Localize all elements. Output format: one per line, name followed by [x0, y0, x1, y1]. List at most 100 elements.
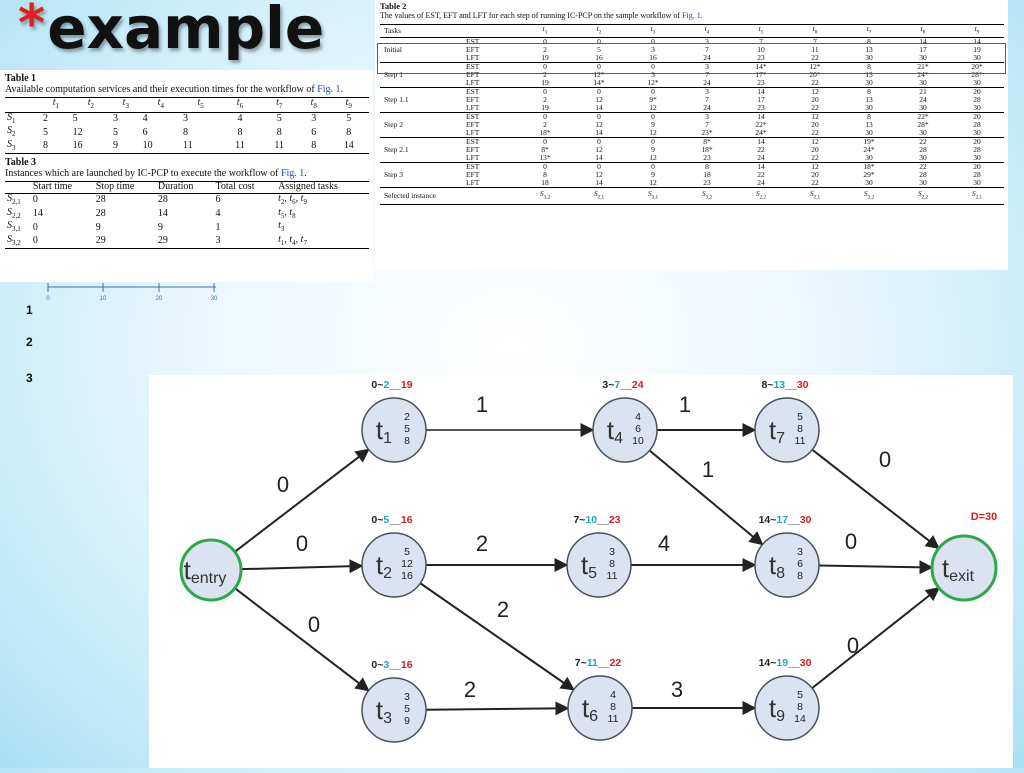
node-exec-time: 11: [607, 570, 618, 582]
table2-cell: 14: [757, 137, 765, 147]
table2-cell: 28: [973, 145, 981, 155]
table1-fig-link[interactable]: Fig. 1: [317, 84, 341, 95]
table2-cell: 24: [703, 52, 711, 62]
table1-row-label: S2: [7, 125, 16, 139]
workflow-graph: tentryt1258t251216t3359t44610t53811t6481…: [179, 379, 998, 743]
table2-cell: 0: [597, 137, 601, 147]
table2-cell: 12*: [809, 61, 821, 71]
edge-weight: 1: [476, 392, 488, 417]
table1-cell: 6: [311, 126, 317, 138]
table2-cell: 13*: [539, 153, 551, 163]
node-exec-time: 8: [404, 435, 410, 447]
table2-cell: 0: [651, 36, 655, 46]
table2-cell: 24: [757, 153, 765, 163]
table2-cell: 3: [705, 86, 709, 96]
table2-col-header: t4: [704, 24, 710, 36]
table2-cell: 9: [651, 120, 655, 130]
table2-selected-cell: S2,1: [809, 189, 821, 201]
edge-tentry-t1: [234, 448, 370, 553]
node-t3: [361, 677, 427, 743]
table2-cell: 14: [595, 178, 603, 188]
table1-cell: 4: [142, 113, 148, 125]
table2-cell: 12: [595, 170, 603, 180]
table2-cell: 30: [919, 77, 927, 87]
table3-cell-duration: 9: [157, 221, 163, 233]
table1-cell: 6: [142, 126, 148, 138]
table2-caption: Table 2: [380, 1, 407, 11]
table2-fig-link[interactable]: Fig. 1: [682, 11, 701, 20]
table1-cell: 3: [113, 113, 118, 125]
edge-weight: 3: [671, 677, 683, 702]
table2-cell: 12: [649, 178, 657, 188]
table1-col-header: t2: [87, 97, 94, 110]
table3-cell-stop: 9: [95, 221, 101, 233]
edge-weight: 2: [464, 677, 476, 702]
table3-fig-link[interactable]: Fig. 1: [280, 168, 305, 180]
node-time-annotation-t5: 7~10__23: [573, 514, 620, 526]
table2-cell: 21*: [917, 61, 929, 71]
table1-cell: 8: [182, 126, 188, 138]
table2-metric-label: LFT: [466, 178, 480, 188]
node-exec-time: 5: [797, 689, 803, 701]
table2-cell: 8: [705, 162, 709, 172]
table2-cell: 17*: [755, 69, 767, 79]
table2-cell: 12: [595, 145, 603, 155]
table2-cell: 12: [595, 94, 603, 104]
table3-cell-start: 0: [32, 194, 38, 206]
table2-metric-label: EST: [466, 36, 480, 46]
table2-cell: 12: [649, 153, 657, 163]
edge-weight: 0: [277, 472, 289, 497]
table2-selected-cell: S2,1: [593, 189, 605, 201]
node-exec-time: 9: [404, 715, 410, 727]
table2-cell: 16: [595, 52, 603, 62]
table2-col-header: t3: [650, 24, 656, 36]
table2-cell: 20: [973, 162, 981, 172]
node-exec-time: 4: [610, 689, 616, 701]
table2-cell: 30: [865, 52, 873, 62]
table2-metric-label: EST: [466, 111, 480, 121]
table2-cell: 22: [757, 145, 765, 155]
table2-cell: 8*: [703, 137, 711, 147]
table3-cell-stop: 28: [95, 194, 106, 206]
table2-metric-label: LFT: [466, 128, 480, 138]
table2-cell: 3: [705, 36, 709, 46]
table2-cell: 16: [649, 52, 657, 62]
table2-cell: 7: [705, 120, 709, 130]
table1-cell: 11: [274, 140, 285, 152]
table2-cell: 22: [811, 102, 819, 112]
table2-cell: 0: [597, 36, 601, 46]
table1-cell: 4: [237, 113, 243, 125]
table1-cell: 8: [276, 126, 282, 138]
table1-cell: 5: [43, 126, 49, 138]
table3-cell-tasks: t3: [278, 220, 285, 234]
table2-col-header: t2: [596, 24, 602, 36]
table2-panel: Table 2 The values of EST, EFT and LFT f…: [375, 0, 1008, 270]
edge-t7-texit: [811, 448, 940, 550]
table2-cell: 0: [651, 137, 655, 147]
node-t4: [592, 397, 658, 463]
table2-cell: 30: [973, 102, 981, 112]
table1-description: Available computation services and their…: [5, 84, 344, 95]
table2-cell: 24: [703, 77, 711, 87]
table1-row-label: S1: [7, 111, 16, 125]
table2-cell: 20: [811, 120, 819, 130]
table2-cell: 28: [973, 94, 981, 104]
node-exec-time: 14: [794, 713, 806, 725]
table2-cell: 14: [919, 36, 927, 46]
table2-cell: 0: [543, 61, 547, 71]
table3-cell-tasks: t1, t4, t7: [278, 233, 307, 247]
table3-row-label: S3,2: [7, 233, 21, 247]
table2-col-header: t5: [758, 24, 764, 36]
node-t6: [567, 675, 633, 741]
node-exec-time: 3: [404, 691, 410, 703]
node-exec-time: 11: [795, 435, 806, 447]
